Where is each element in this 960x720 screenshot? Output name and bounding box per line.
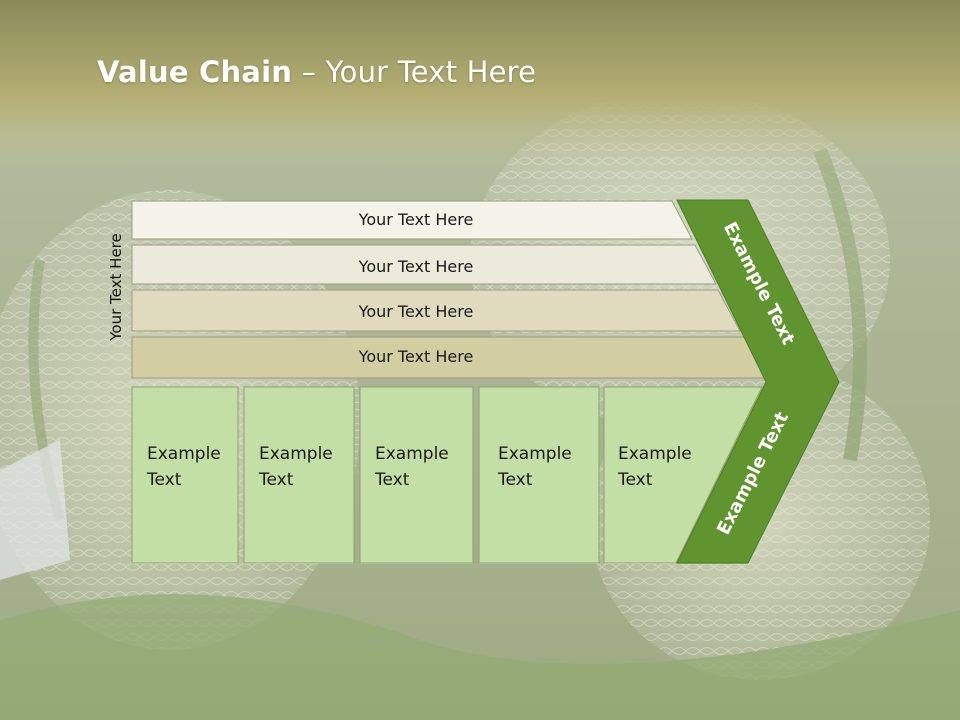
box-text-1b: Text bbox=[146, 470, 182, 490]
row-band-1[interactable] bbox=[131, 200, 693, 240]
box-text-5a: Example bbox=[618, 444, 692, 464]
diagram-reflection bbox=[132, 563, 764, 720]
box-text-2a: Example bbox=[259, 444, 333, 464]
row-label-3: Your Text Here bbox=[358, 302, 474, 321]
reflection-box-3 bbox=[360, 563, 473, 720]
slide-title: Value Chain – Your Text Here bbox=[97, 55, 536, 89]
activity-box-2[interactable] bbox=[243, 386, 355, 564]
activity-box-3[interactable] bbox=[359, 386, 474, 564]
box-text-2b: Text bbox=[258, 470, 294, 490]
row-label-2: Your Text Here bbox=[358, 257, 474, 276]
box-text-1a: Example bbox=[147, 444, 221, 464]
box-text-3b: Text bbox=[374, 470, 410, 490]
row-label-4: Your Text Here bbox=[358, 347, 474, 366]
row-band-3[interactable] bbox=[131, 289, 741, 332]
reflection-box-1 bbox=[132, 563, 238, 720]
title-bold: Value Chain bbox=[97, 55, 293, 89]
reflection-arrow bbox=[677, 563, 764, 720]
activity-box-4[interactable] bbox=[478, 386, 600, 564]
box-text-3a: Example bbox=[375, 444, 449, 464]
row-band-2[interactable] bbox=[131, 244, 717, 285]
box-text-4a: Example bbox=[498, 444, 572, 464]
reflection-box-2 bbox=[244, 563, 354, 720]
title-rest: – Your Text Here bbox=[292, 55, 537, 89]
row-label-1: Your Text Here bbox=[358, 210, 474, 229]
box-text-4b: Text bbox=[497, 470, 533, 490]
reflection-box-4 bbox=[479, 563, 599, 720]
box-text-5b: Text bbox=[617, 470, 653, 490]
